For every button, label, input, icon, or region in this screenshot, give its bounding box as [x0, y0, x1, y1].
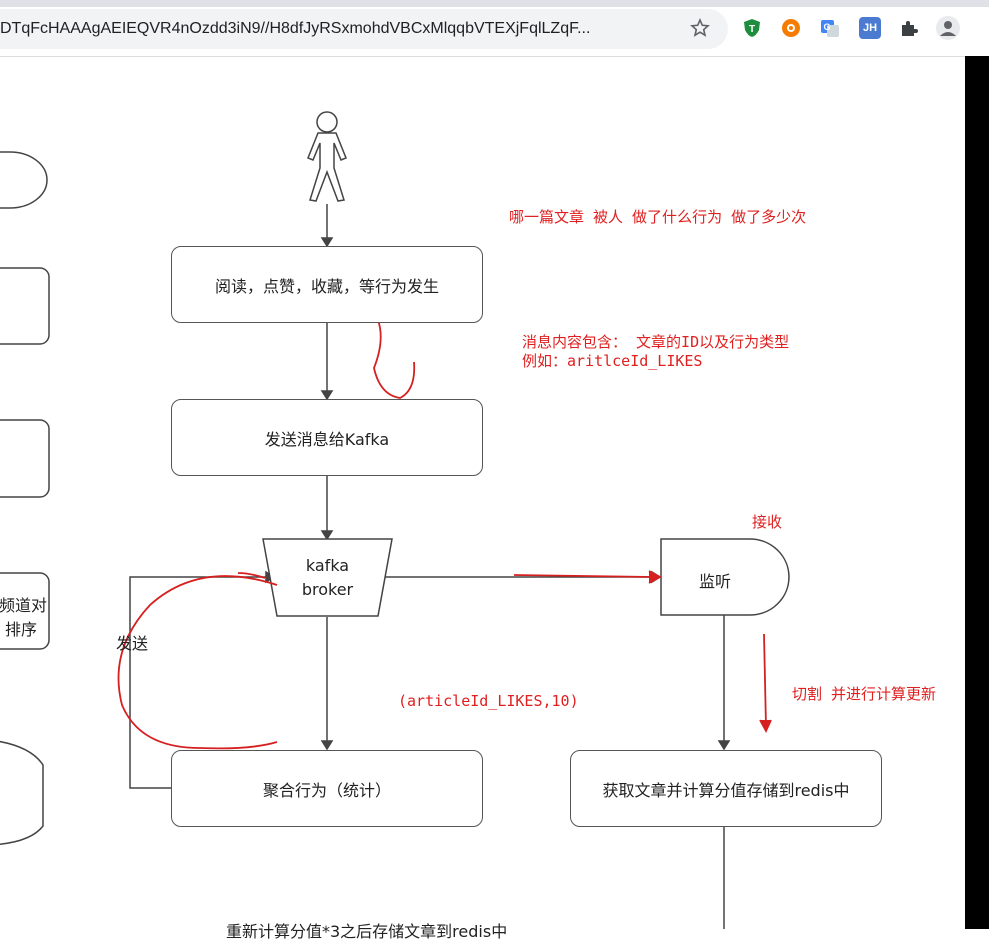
svg-text:G: G: [823, 22, 830, 32]
puzzle-icon[interactable]: [898, 17, 920, 39]
url-text[interactable]: DTqFcHAAAgAEIEQVR4nOzdd3iN9//H8dfJyRSxmo…: [0, 20, 591, 37]
annotation-split: 切割 并进行计算更新: [792, 685, 937, 703]
star-icon[interactable]: [689, 17, 711, 39]
annotation-content-2: 例如：aritlceId_LIKES: [522, 352, 703, 370]
translate-icon[interactable]: G: [819, 17, 841, 39]
broker-label-line1: kafka: [305, 556, 350, 575]
send-label: 发送: [116, 634, 149, 653]
annotation-title: 哪一篇文章 被人 做了什么行为 做了多少次: [509, 208, 807, 226]
action-node: 阅读，点赞，收藏，等行为发生: [171, 246, 483, 323]
flowchart-canvas: [0, 111, 790, 929]
listen-label: 监听: [698, 572, 731, 591]
address-bar[interactable]: [0, 9, 728, 49]
svg-text:T: T: [749, 24, 755, 35]
annotation-receive: 接收: [752, 513, 783, 531]
listen-shape: [660, 538, 790, 616]
annotation-tuple: (articleId_LIKES,10): [398, 692, 579, 710]
annotation-content-1: 消息内容包含： 文章的ID以及行为类型: [522, 333, 790, 351]
profile-icon[interactable]: [936, 16, 960, 40]
black-side-panel: [965, 56, 989, 929]
send-kafka-node: 发送消息给Kafka: [171, 399, 483, 476]
tab-strip: [0, 0, 989, 7]
user-icon: [307, 111, 347, 202]
broker-shape: [262, 538, 393, 617]
jh-icon[interactable]: JH: [859, 17, 881, 39]
bottom-cropped-text: 重新计算分值*3之后存储文章到redis中: [226, 922, 508, 941]
broker-label-line2: broker: [301, 580, 354, 599]
aggregate-node: 聚合行为（统计）: [171, 750, 483, 827]
left-fragment-1: 频道对: [0, 596, 48, 615]
left-fragment-2: 排序: [5, 620, 38, 639]
pinwheel-icon[interactable]: [780, 17, 802, 39]
shield-icon[interactable]: T: [741, 17, 763, 39]
store-node: 获取文章并计算分值存储到redis中: [570, 750, 882, 827]
